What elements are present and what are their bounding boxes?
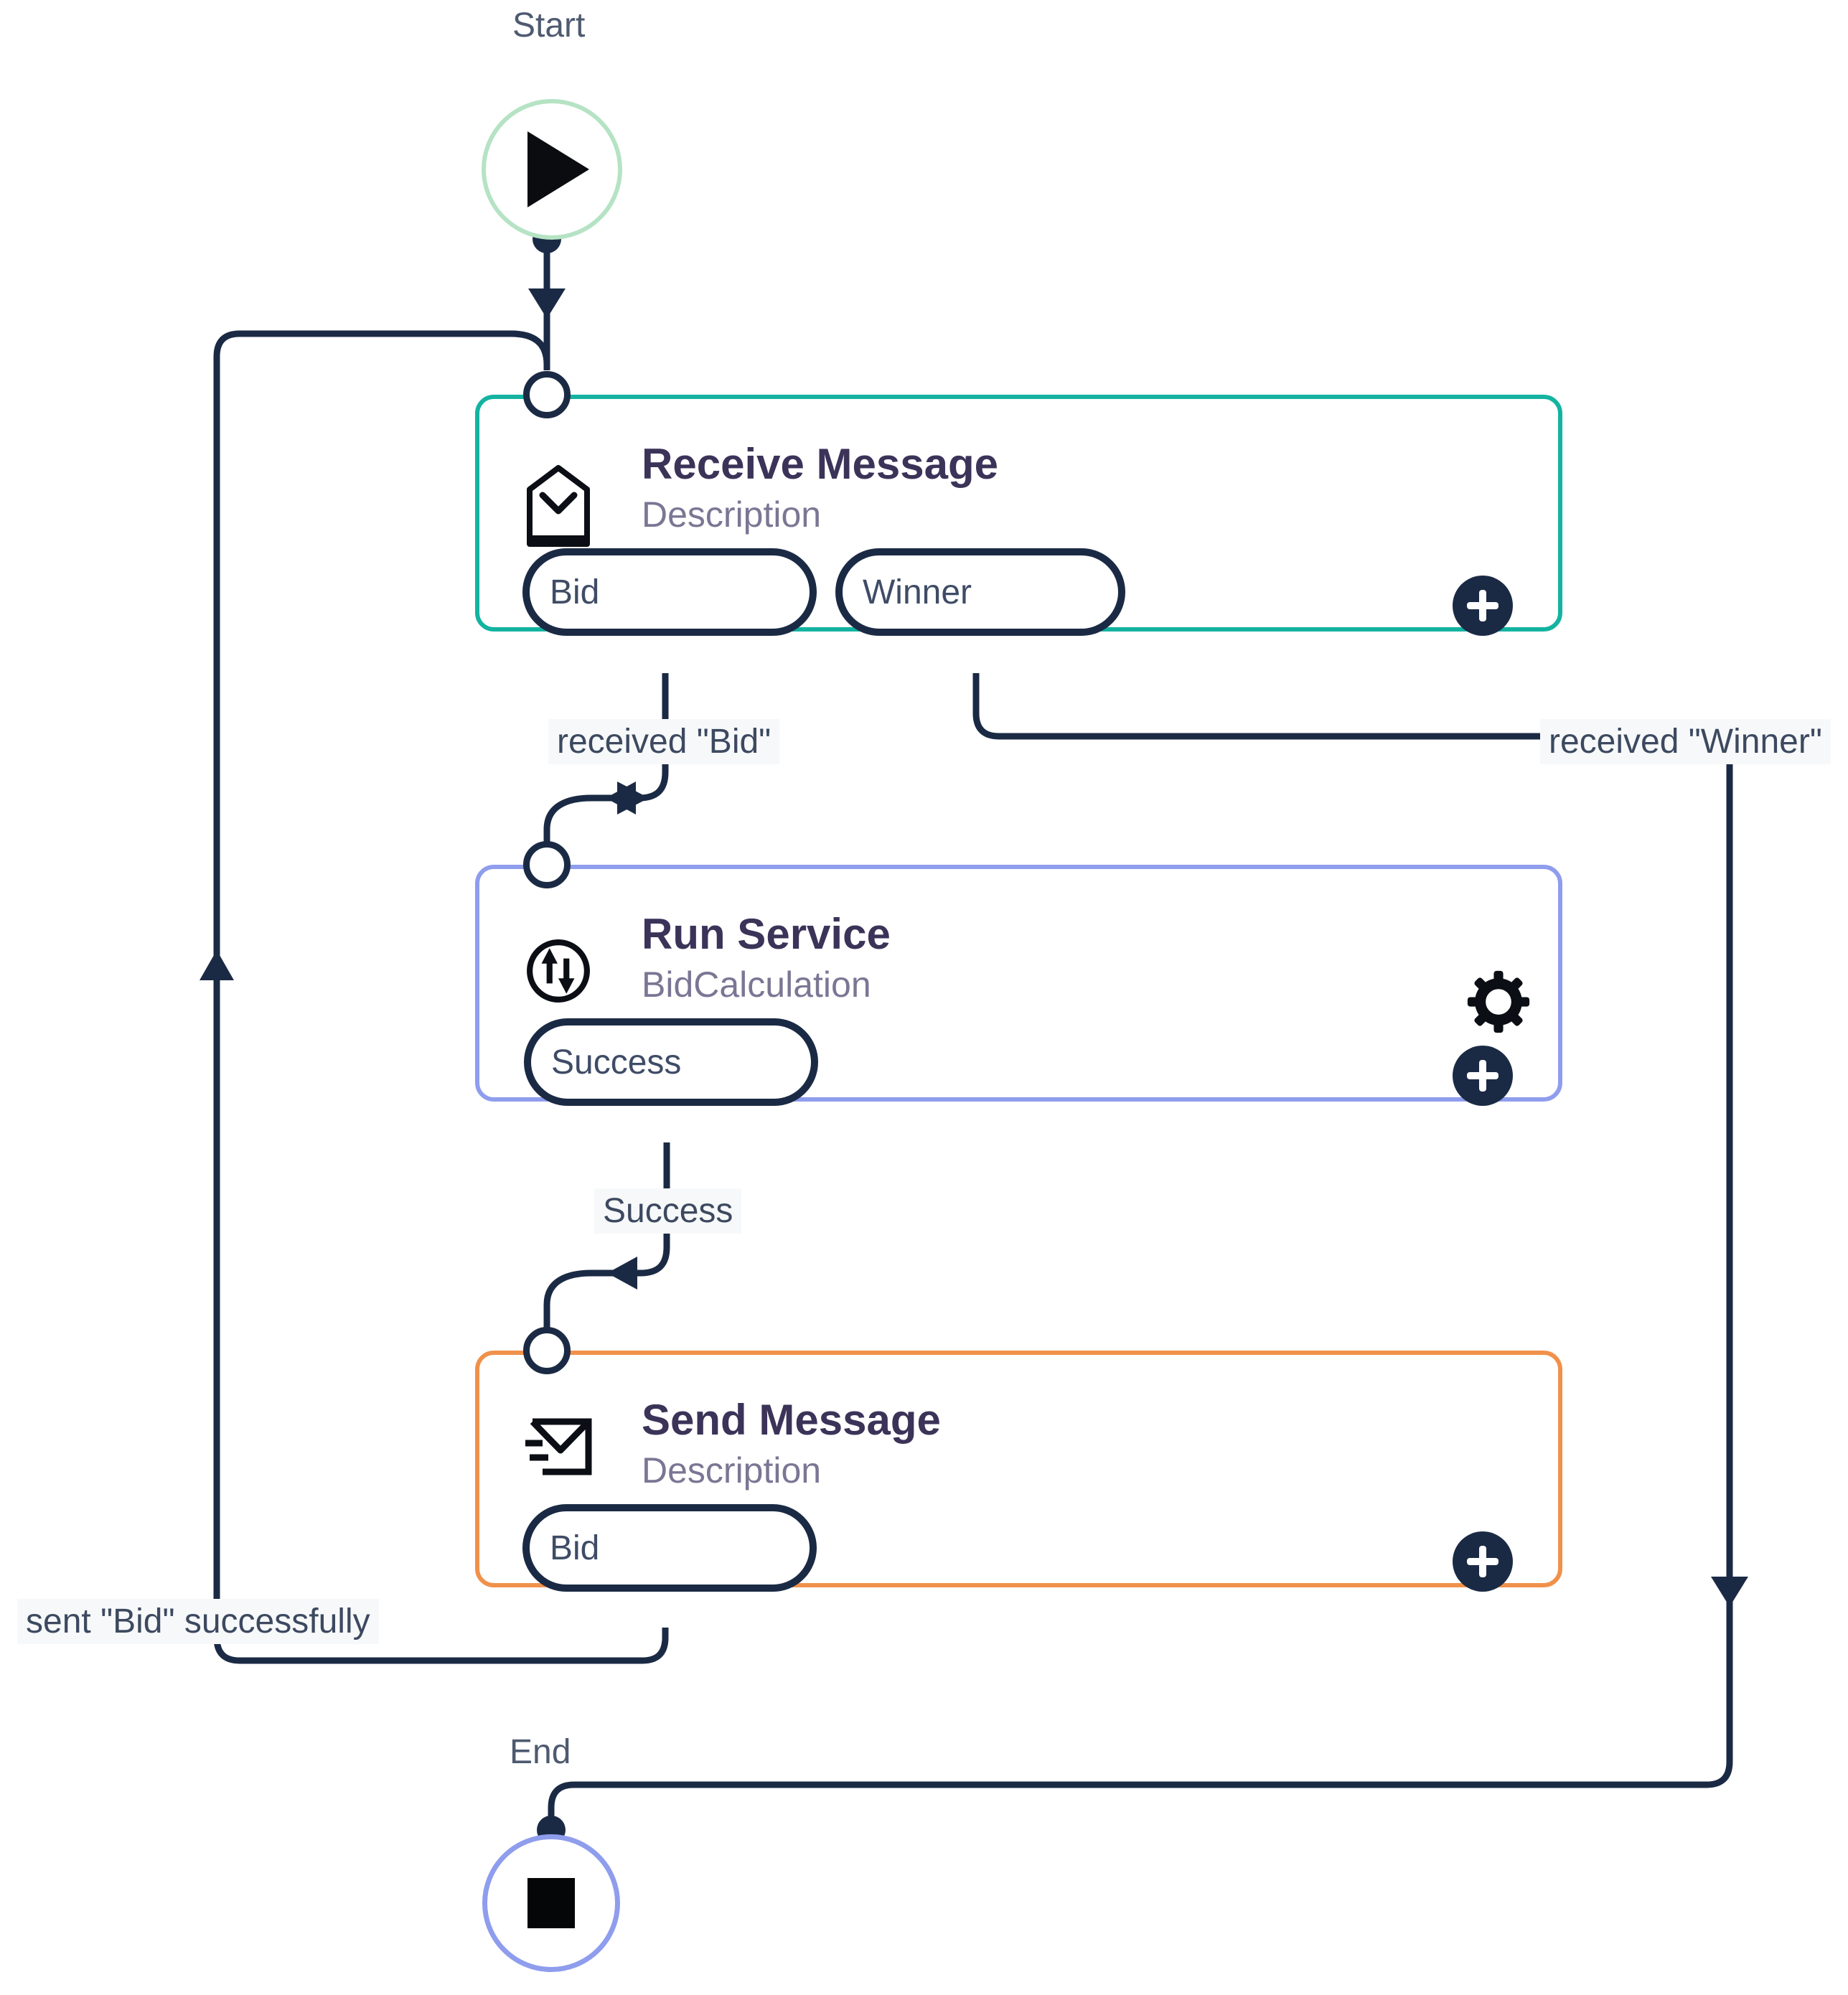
input-port-receive[interactable] (523, 371, 571, 418)
node-subtitle: Description (642, 1450, 822, 1491)
play-icon (527, 131, 589, 207)
handler-pill-winner[interactable]: Winner (835, 548, 1125, 636)
plus-icon (1467, 1060, 1498, 1092)
edge-label-received-bid: received "Bid" (548, 719, 780, 765)
edge-label-sent-bid: sent "Bid" successfully (17, 1599, 379, 1645)
stop-icon (527, 1878, 575, 1928)
handler-pill-bid[interactable]: Bid (522, 548, 817, 636)
arrowhead-left-icon (606, 781, 636, 815)
arrowhead-left-icon (607, 1257, 637, 1290)
edge-received-winner (548, 673, 1733, 1818)
edge-label-received-winner: received "Winner" (1540, 719, 1831, 765)
start-label: Start (512, 6, 586, 44)
input-port-run[interactable] (523, 841, 571, 888)
mail-receive-icon (527, 465, 590, 547)
mail-send-icon (525, 1418, 592, 1475)
plus-icon (1467, 1546, 1498, 1577)
add-handler-button[interactable] (1453, 1046, 1513, 1106)
end-node[interactable] (482, 1834, 620, 1972)
arrowhead-down-icon (528, 288, 566, 319)
edge-success (543, 1142, 670, 1329)
node-subtitle: Description (642, 494, 822, 535)
edge-received-bid (543, 673, 669, 845)
node-title: Receive Message (642, 440, 998, 488)
sync-arrows-icon (527, 939, 590, 1003)
node-title: Send Message (642, 1396, 941, 1444)
node-receive-message[interactable]: Receive Message Description Bid Winner (475, 395, 1562, 636)
node-send-message[interactable]: Send Message Description Bid (475, 1351, 1562, 1592)
arrowhead-down-icon (1711, 1577, 1748, 1607)
handler-pill-bid[interactable]: Bid (522, 1504, 817, 1592)
handler-pill-success[interactable]: Success (524, 1018, 818, 1106)
gear-icon[interactable] (1466, 970, 1531, 1034)
edge-sent-bid-loop (213, 330, 669, 1664)
input-port-send[interactable] (523, 1327, 571, 1374)
plus-icon (1467, 590, 1498, 621)
add-handler-button[interactable] (1453, 576, 1513, 636)
start-node[interactable] (482, 99, 622, 240)
end-label: End (510, 1733, 571, 1771)
add-handler-button[interactable] (1453, 1531, 1513, 1592)
node-title: Run Service (642, 910, 891, 958)
node-subtitle: BidCalculation (642, 964, 871, 1005)
node-run-service[interactable]: Run Service BidCalculation Success (475, 865, 1562, 1106)
arrowhead-up-icon (200, 950, 234, 980)
edge-label-success: Success (594, 1188, 742, 1234)
